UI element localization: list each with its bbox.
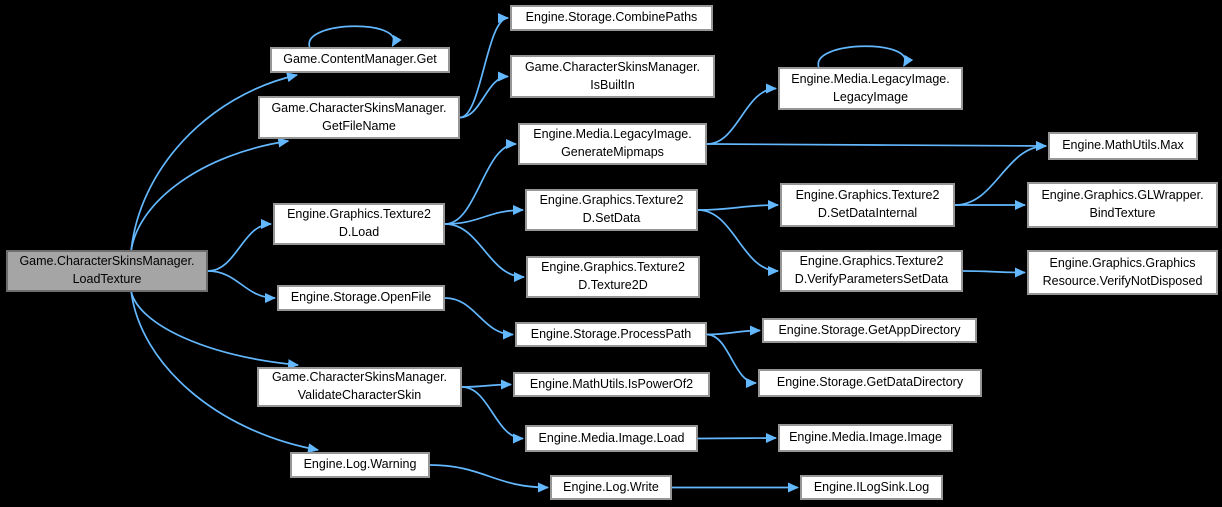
graph-node-label: Game.CharacterSkinsManager. <box>524 59 701 74</box>
graph-node-label: BindTexture <box>1089 206 1156 220</box>
graph-node-label: Engine.Media.LegacyImage. <box>791 71 950 86</box>
graph-node-label: GenerateMipmaps <box>561 145 664 159</box>
call-edge <box>697 209 779 276</box>
graph-node-label: Engine.Log.Write <box>563 479 659 494</box>
graph-node-label: D.Texture2D <box>578 278 648 292</box>
call-edge <box>459 71 509 119</box>
graph-node-max[interactable]: Engine.MathUtils.Max <box>1048 132 1198 160</box>
graph-node-label: D.SetDataInternal <box>817 206 918 220</box>
graph-node-getfilename[interactable]: Game.CharacterSkinsManager. GetFileName <box>258 96 460 139</box>
graph-node-bindtexture[interactable]: Engine.Graphics.GLWrapper. BindTexture <box>1027 182 1218 228</box>
graph-node-label: Engine.MathUtils.Max <box>1062 138 1184 153</box>
call-edge <box>459 13 509 119</box>
graph-node-label: Engine.Media.Image.Image <box>789 430 942 445</box>
graph-node-label: GetFileName <box>322 118 396 133</box>
call-edge <box>461 386 524 444</box>
call-edge <box>444 223 525 282</box>
graph-node-label: Engine.Graphics.Texture2 <box>799 254 944 269</box>
graph-node-get[interactable]: Game.ContentManager.Get <box>270 47 450 73</box>
graph-node-label: Game.CharacterSkinsManager. <box>271 100 447 115</box>
graph-node-validate[interactable]: Game.CharacterSkinsManager. ValidateChara… <box>257 367 462 407</box>
graph-node-label: Game.ContentManager.Get <box>283 52 437 67</box>
graph-node-isbuiltin[interactable]: Game.CharacterSkinsManager. IsBuiltIn <box>510 55 715 98</box>
call-edge <box>130 291 299 370</box>
graph-node-label: Engine.Graphics.Texture2 <box>287 207 431 222</box>
graph-node-getdatadirectory[interactable]: Engine.Storage.GetDataDirectory <box>758 369 982 397</box>
graph-node-label: Engine.Graphics.Texture2 <box>539 193 684 208</box>
graph-node-logwrite[interactable]: Engine.Log.Write <box>550 475 672 500</box>
graph-node-ispowerof2[interactable]: Engine.MathUtils.IsPowerOf2 <box>513 372 710 397</box>
call-edge <box>706 325 761 336</box>
graph-node-label: Engine.Storage.GetAppDirectory <box>778 322 961 337</box>
graph-node-label: Engine.ILogSink.Log <box>813 479 930 494</box>
call-edge <box>130 137 290 251</box>
graph-node-label: LegacyImage <box>832 89 909 104</box>
graph-node-processpath[interactable]: Engine.Storage.ProcessPath <box>515 322 707 347</box>
graph-node-generatemipmaps[interactable]: Engine.Media.LegacyImage. GenerateMipmaps <box>518 123 707 165</box>
graph-node-label: Engine.Graphics.GLWrapper. <box>1041 188 1204 203</box>
call-edge <box>444 205 524 225</box>
call-edge <box>207 219 272 272</box>
graph-node-label: Engine.Log.Warning <box>303 457 417 472</box>
call-edge <box>444 139 517 225</box>
call-edge <box>962 267 1026 278</box>
graph-node-combinepaths[interactable]: Engine.Storage.CombinePaths <box>510 5 713 31</box>
call-edge <box>207 270 276 303</box>
call-edge <box>697 200 779 211</box>
call-edge <box>706 83 777 145</box>
call-edge <box>697 433 777 444</box>
graph-node-label: Engine.MathUtils.IsPowerOf2 <box>529 376 694 391</box>
graph-node-ilogsinklog[interactable]: Engine.ILogSink.Log <box>800 475 943 500</box>
graph-node-label: D.Load <box>338 225 380 239</box>
call-edge <box>706 333 757 388</box>
graph-node-label: ValidateCharacterSkin <box>297 388 422 402</box>
graph-node-imageimage[interactable]: Engine.Media.Image.Image <box>778 424 953 452</box>
graph-node-label: Resource.VerifyNotDisposed <box>1042 273 1203 288</box>
edge-group <box>130 13 1047 493</box>
call-edge <box>308 25 402 48</box>
graph-node-label: Game.CharacterSkinsManager. <box>271 370 448 385</box>
graph-node-loadtexture[interactable]: Game.CharacterSkinsManager. LoadTexture <box>6 250 208 292</box>
graph-node-warning[interactable]: Engine.Log.Warning <box>290 452 430 478</box>
graph-node-label: D.VerifyParametersSetData <box>794 272 949 286</box>
graph-node-label: Engine.Storage.CombinePaths <box>525 10 698 25</box>
graph-node-label: Engine.Media.LegacyImage. <box>533 127 692 142</box>
graph-node-label: D.SetData <box>582 211 641 225</box>
call-edge <box>706 140 1047 151</box>
call-edge <box>130 291 319 454</box>
graph-node-imageload[interactable]: Engine.Media.Image.Load <box>525 425 698 452</box>
graph-node-label: Engine.Storage.ProcessPath <box>530 326 692 341</box>
graph-node-openfile[interactable]: Engine.Storage.OpenFile <box>277 285 445 311</box>
graph-node-label: Engine.Storage.GetDataDirectory <box>776 375 964 390</box>
graph-node-label: Game.CharacterSkinsManager. <box>19 254 195 269</box>
graph-node-label: IsBuiltIn <box>590 77 635 92</box>
graph-node-label: Engine.Storage.OpenFile <box>290 290 432 305</box>
graph-node-label: Engine.Graphics.Texture2 <box>795 188 940 203</box>
graph-node-label: Engine.Graphics.Graphics <box>1049 255 1196 270</box>
graph-node-label: Engine.Media.Image.Load <box>538 430 685 445</box>
call-edge <box>444 297 514 340</box>
call-edge <box>954 141 1047 206</box>
call-edge <box>429 464 549 493</box>
graph-node-getappdirectory[interactable]: Engine.Storage.GetAppDirectory <box>762 318 977 343</box>
graph-node-label: LoadTexture <box>72 272 142 286</box>
call-edge <box>130 72 298 251</box>
call-edge <box>817 45 914 68</box>
graph-node-label: Engine.Graphics.Texture2 <box>541 260 685 275</box>
graph-node-legacyimage[interactable]: Engine.Media.LegacyImage. LegacyImage <box>778 67 963 110</box>
